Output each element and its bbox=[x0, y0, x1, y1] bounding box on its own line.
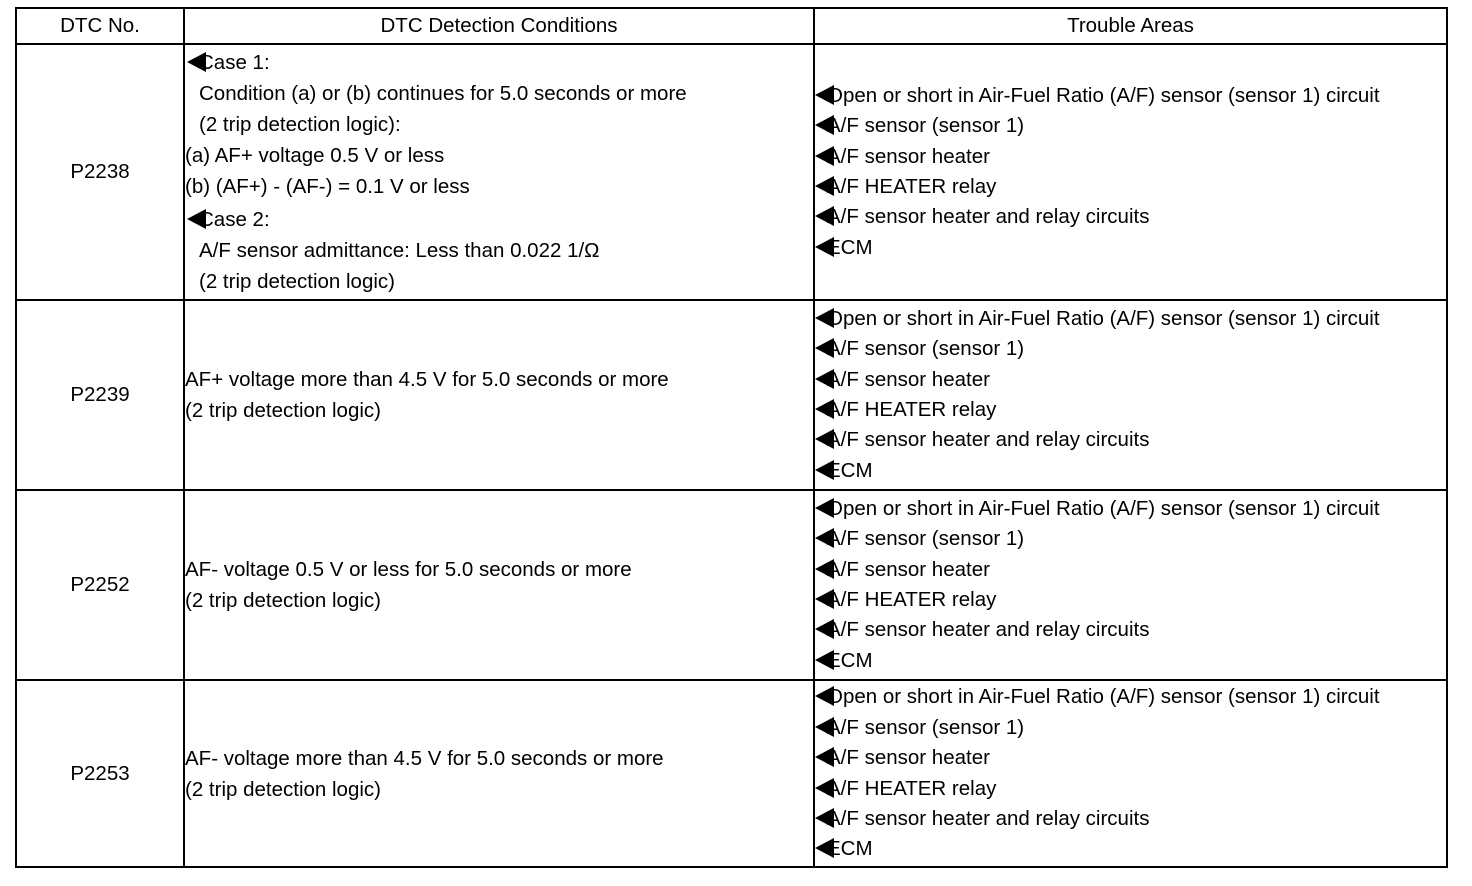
header-row: DTC No. DTC Detection Conditions Trouble… bbox=[15, 7, 1448, 45]
bullet-arrow-icon bbox=[815, 686, 834, 707]
trouble-area-item: A/F sensor heater and relay circuits bbox=[815, 615, 1446, 645]
bullet-arrow-icon bbox=[815, 307, 834, 328]
bullet-arrow-icon bbox=[815, 619, 834, 640]
trouble-area-item: Open or short in Air-Fuel Ratio (A/F) se… bbox=[815, 304, 1446, 334]
bullet-arrow-icon bbox=[815, 716, 834, 737]
condition-line: AF- voltage more than 4.5 V for 5.0 seco… bbox=[185, 746, 664, 770]
condition-line: (a) AF+ voltage 0.5 V or less bbox=[185, 144, 445, 168]
table-row: P2238 Case 1: Condition (a) or (b) conti… bbox=[15, 43, 1448, 301]
bullet-arrow-icon bbox=[815, 459, 834, 480]
trouble-area-item: A/F sensor heater and relay circuits bbox=[815, 202, 1446, 232]
bullet-arrow-icon bbox=[815, 338, 834, 359]
bullet-arrow-icon bbox=[815, 145, 834, 166]
bullet-arrow-icon bbox=[815, 429, 834, 450]
condition-line: AF+ voltage more than 4.5 V for 5.0 seco… bbox=[185, 368, 669, 391]
trouble-area-item: A/F sensor (sensor 1) bbox=[815, 334, 1446, 364]
bullet-arrow-icon bbox=[815, 649, 834, 670]
detection-conditions: AF+ voltage more than 4.5 V for 5.0 seco… bbox=[183, 299, 815, 491]
condition-line: (2 trip detection logic) bbox=[185, 589, 381, 612]
table-row: P2252 AF- voltage 0.5 V or less for 5.0 … bbox=[15, 489, 1448, 681]
trouble-areas: Open or short in Air-Fuel Ratio (A/F) se… bbox=[813, 299, 1448, 491]
bullet-arrow-icon bbox=[815, 176, 834, 196]
bullet-arrow-icon bbox=[815, 115, 834, 136]
trouble-area-item: A/F HEATER relay bbox=[815, 395, 1446, 425]
bullet-arrow-icon bbox=[815, 777, 834, 798]
condition-line: (2 trip detection logic) bbox=[185, 777, 381, 801]
header-detection-conditions: DTC Detection Conditions bbox=[183, 7, 815, 45]
trouble-area-item: A/F sensor heater bbox=[815, 555, 1446, 585]
bullet-arrow-icon bbox=[815, 206, 834, 227]
dtc-code: P2239 bbox=[15, 299, 185, 491]
dtc-code: P2252 bbox=[15, 489, 185, 681]
trouble-area-item: ECM bbox=[815, 233, 1446, 263]
detection-conditions: Case 1: Condition (a) or (b) continues f… bbox=[183, 43, 815, 301]
trouble-area-item: A/F sensor heater and relay circuits bbox=[815, 425, 1446, 455]
header-dtc-no: DTC No. bbox=[15, 7, 185, 45]
bullet-arrow-icon bbox=[187, 52, 206, 73]
trouble-areas: Open or short in Air-Fuel Ratio (A/F) se… bbox=[813, 489, 1448, 681]
trouble-area-item: A/F sensor (sensor 1) bbox=[815, 713, 1446, 743]
trouble-area-item: Open or short in Air-Fuel Ratio (A/F) se… bbox=[815, 494, 1446, 524]
bullet-arrow-icon bbox=[187, 208, 206, 229]
bullet-arrow-icon bbox=[815, 497, 834, 518]
trouble-area-item: A/F sensor (sensor 1) bbox=[815, 111, 1446, 141]
table-row: P2239 AF+ voltage more than 4.5 V for 5.… bbox=[15, 299, 1448, 491]
trouble-area-item: ECM bbox=[815, 646, 1446, 676]
bullet-arrow-icon bbox=[815, 747, 834, 768]
condition-line: (2 trip detection logic) bbox=[185, 399, 381, 422]
trouble-area-item: ECM bbox=[815, 834, 1446, 864]
trouble-area-item: A/F sensor heater and relay circuits bbox=[815, 804, 1446, 834]
bullet-arrow-icon bbox=[815, 399, 834, 419]
bullet-arrow-icon bbox=[815, 84, 834, 105]
trouble-area-item: A/F sensor (sensor 1) bbox=[815, 524, 1446, 554]
trouble-area-item: ECM bbox=[815, 456, 1446, 486]
dtc-code: P2238 bbox=[15, 43, 185, 301]
trouble-area-item: A/F HEATER relay bbox=[815, 774, 1446, 804]
header-trouble-areas: Trouble Areas bbox=[813, 7, 1448, 45]
detection-conditions: AF- voltage 0.5 V or less for 5.0 second… bbox=[183, 489, 815, 681]
bullet-arrow-icon bbox=[815, 528, 834, 549]
condition-line: (2 trip detection logic) bbox=[199, 269, 395, 293]
trouble-area-item: A/F HEATER relay bbox=[815, 172, 1446, 202]
bullet-arrow-icon bbox=[815, 589, 834, 609]
condition-line: (2 trip detection logic): bbox=[199, 113, 401, 137]
dtc-code: P2253 bbox=[15, 679, 185, 868]
detection-conditions: AF- voltage more than 4.5 V for 5.0 seco… bbox=[183, 679, 815, 868]
condition-line: Condition (a) or (b) continues for 5.0 s… bbox=[199, 82, 687, 106]
trouble-areas: Open or short in Air-Fuel Ratio (A/F) se… bbox=[813, 679, 1448, 868]
condition-line: A/F sensor admittance: Less than 0.022 1… bbox=[199, 238, 600, 262]
bullet-arrow-icon bbox=[815, 807, 834, 828]
trouble-area-item: A/F sensor heater bbox=[815, 142, 1446, 172]
bullet-arrow-icon bbox=[815, 558, 834, 579]
trouble-area-item: A/F HEATER relay bbox=[815, 585, 1446, 615]
condition-line: Case 2: bbox=[185, 204, 813, 235]
condition-line: AF- voltage 0.5 V or less for 5.0 second… bbox=[185, 558, 632, 581]
trouble-area-item: Open or short in Air-Fuel Ratio (A/F) se… bbox=[815, 682, 1446, 712]
trouble-area-item: A/F sensor heater bbox=[815, 743, 1446, 773]
trouble-area-item: A/F sensor heater bbox=[815, 365, 1446, 395]
bullet-arrow-icon bbox=[815, 368, 834, 389]
condition-line: (b) (AF+) - (AF-) = 0.1 V or less bbox=[185, 175, 470, 199]
table-row: P2253 AF- voltage more than 4.5 V for 5.… bbox=[15, 679, 1448, 868]
trouble-area-item: Open or short in Air-Fuel Ratio (A/F) se… bbox=[815, 81, 1446, 111]
dtc-table: DTC No. DTC Detection Conditions Trouble… bbox=[15, 7, 1448, 868]
condition-line: Case 1: bbox=[185, 47, 813, 78]
trouble-areas: Open or short in Air-Fuel Ratio (A/F) se… bbox=[813, 43, 1448, 301]
bullet-arrow-icon bbox=[815, 838, 834, 859]
bullet-arrow-icon bbox=[815, 236, 834, 257]
